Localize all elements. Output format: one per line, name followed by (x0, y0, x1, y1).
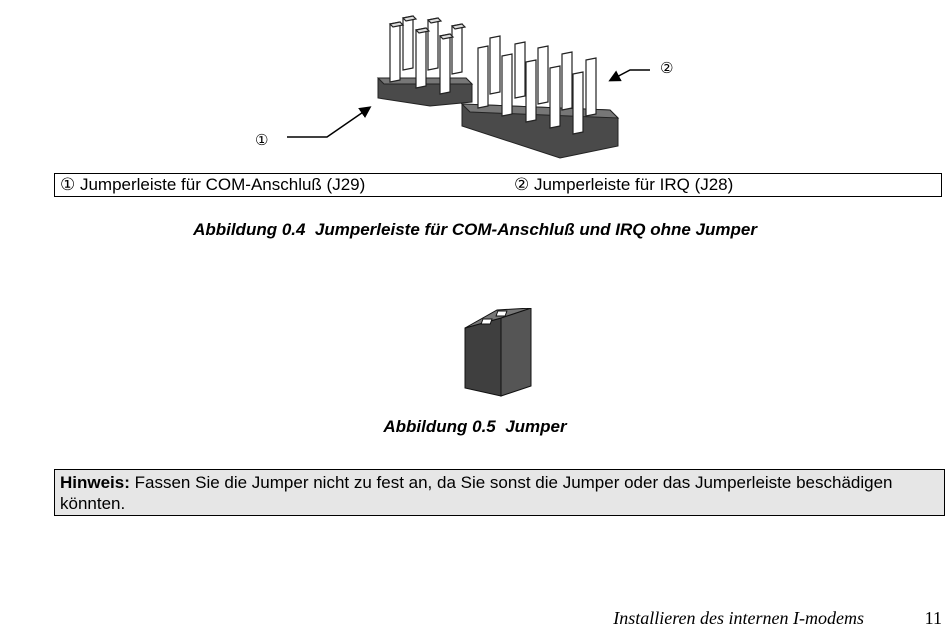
jumper-illustration (464, 308, 532, 397)
legend-j28: ② Jumperleiste für IRQ (J28) (514, 175, 734, 194)
legend-j29: ① Jumperleiste für COM-Anschluß (J29) (60, 175, 366, 194)
marker-1: ① (255, 131, 269, 149)
pins-j29 (388, 15, 467, 95)
arrow-2 (608, 69, 650, 82)
note-text: Fassen Sie die Jumper nicht zu fest an, … (60, 473, 893, 513)
arrow-1 (287, 106, 372, 138)
figure2-caption: Abbildung 0.5 Jumper (383, 417, 567, 436)
figure1-legend: ① Jumperleiste für COM-Anschluß (J29) ② … (54, 173, 942, 197)
footer-title: Installieren des internen I-modems (613, 608, 864, 628)
figure1-arrows (287, 69, 650, 138)
note-box: Hinweis: Fassen Sie die Jumper nicht zu … (54, 469, 945, 516)
marker-2: ② (660, 59, 674, 77)
note-label: Hinweis: (60, 473, 130, 492)
page-number: 11 (924, 608, 942, 628)
figure1-caption: Abbildung 0.4 Jumperleiste für COM-Ansch… (193, 220, 757, 239)
pins-j28 (477, 35, 597, 135)
jumper-header-illustration (376, 15, 620, 159)
